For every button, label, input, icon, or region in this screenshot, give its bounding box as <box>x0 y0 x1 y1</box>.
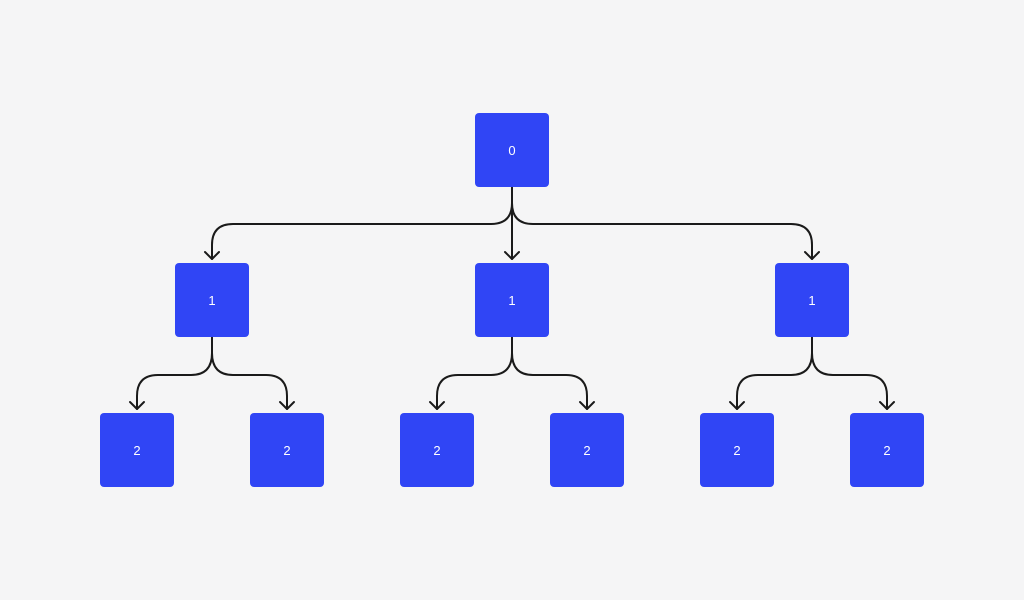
node-level1-right-label: 1 <box>808 292 816 308</box>
node-level2-b: 2 <box>250 413 324 487</box>
node-root: 0 <box>475 113 549 187</box>
edge-level1-middle-to-level2-d <box>511 336 588 410</box>
node-level1-middle: 1 <box>475 263 549 337</box>
node-level2-b-label: 2 <box>283 442 291 458</box>
edge-level1-right-to-level2-e <box>736 336 813 410</box>
arrowhead-level2-d <box>579 401 595 410</box>
node-level2-e: 2 <box>700 413 774 487</box>
node-level2-d-label: 2 <box>583 442 591 458</box>
node-level2-d: 2 <box>550 413 624 487</box>
arrowhead-level2-f <box>879 401 895 410</box>
arrowhead-level2-a <box>129 401 145 410</box>
edge-level1-left-to-level2-a <box>136 336 213 410</box>
node-level2-c: 2 <box>400 413 474 487</box>
edge-root-to-level1-left <box>211 186 513 260</box>
edge-level1-right-to-level2-f <box>811 336 888 410</box>
node-level2-f: 2 <box>850 413 924 487</box>
node-level1-left: 1 <box>175 263 249 337</box>
edge-root-to-level1-right <box>511 186 813 260</box>
edge-level1-middle-to-level2-c <box>436 336 513 410</box>
node-level1-right: 1 <box>775 263 849 337</box>
arrowhead-level2-e <box>729 401 745 410</box>
node-level1-left-label: 1 <box>208 292 216 308</box>
node-level1-middle-label: 1 <box>508 292 516 308</box>
node-root-label: 0 <box>508 142 516 158</box>
node-level2-f-label: 2 <box>883 442 891 458</box>
node-level2-e-label: 2 <box>733 442 741 458</box>
arrowhead-level1-right <box>804 251 820 260</box>
arrowhead-level1-middle <box>504 251 520 260</box>
arrowhead-level2-b <box>279 401 295 410</box>
node-level2-a: 2 <box>100 413 174 487</box>
node-level2-a-label: 2 <box>133 442 141 458</box>
edge-level1-left-to-level2-b <box>211 336 288 410</box>
node-level2-c-label: 2 <box>433 442 441 458</box>
arrowhead-level2-c <box>429 401 445 410</box>
arrowhead-level1-left <box>204 251 220 260</box>
